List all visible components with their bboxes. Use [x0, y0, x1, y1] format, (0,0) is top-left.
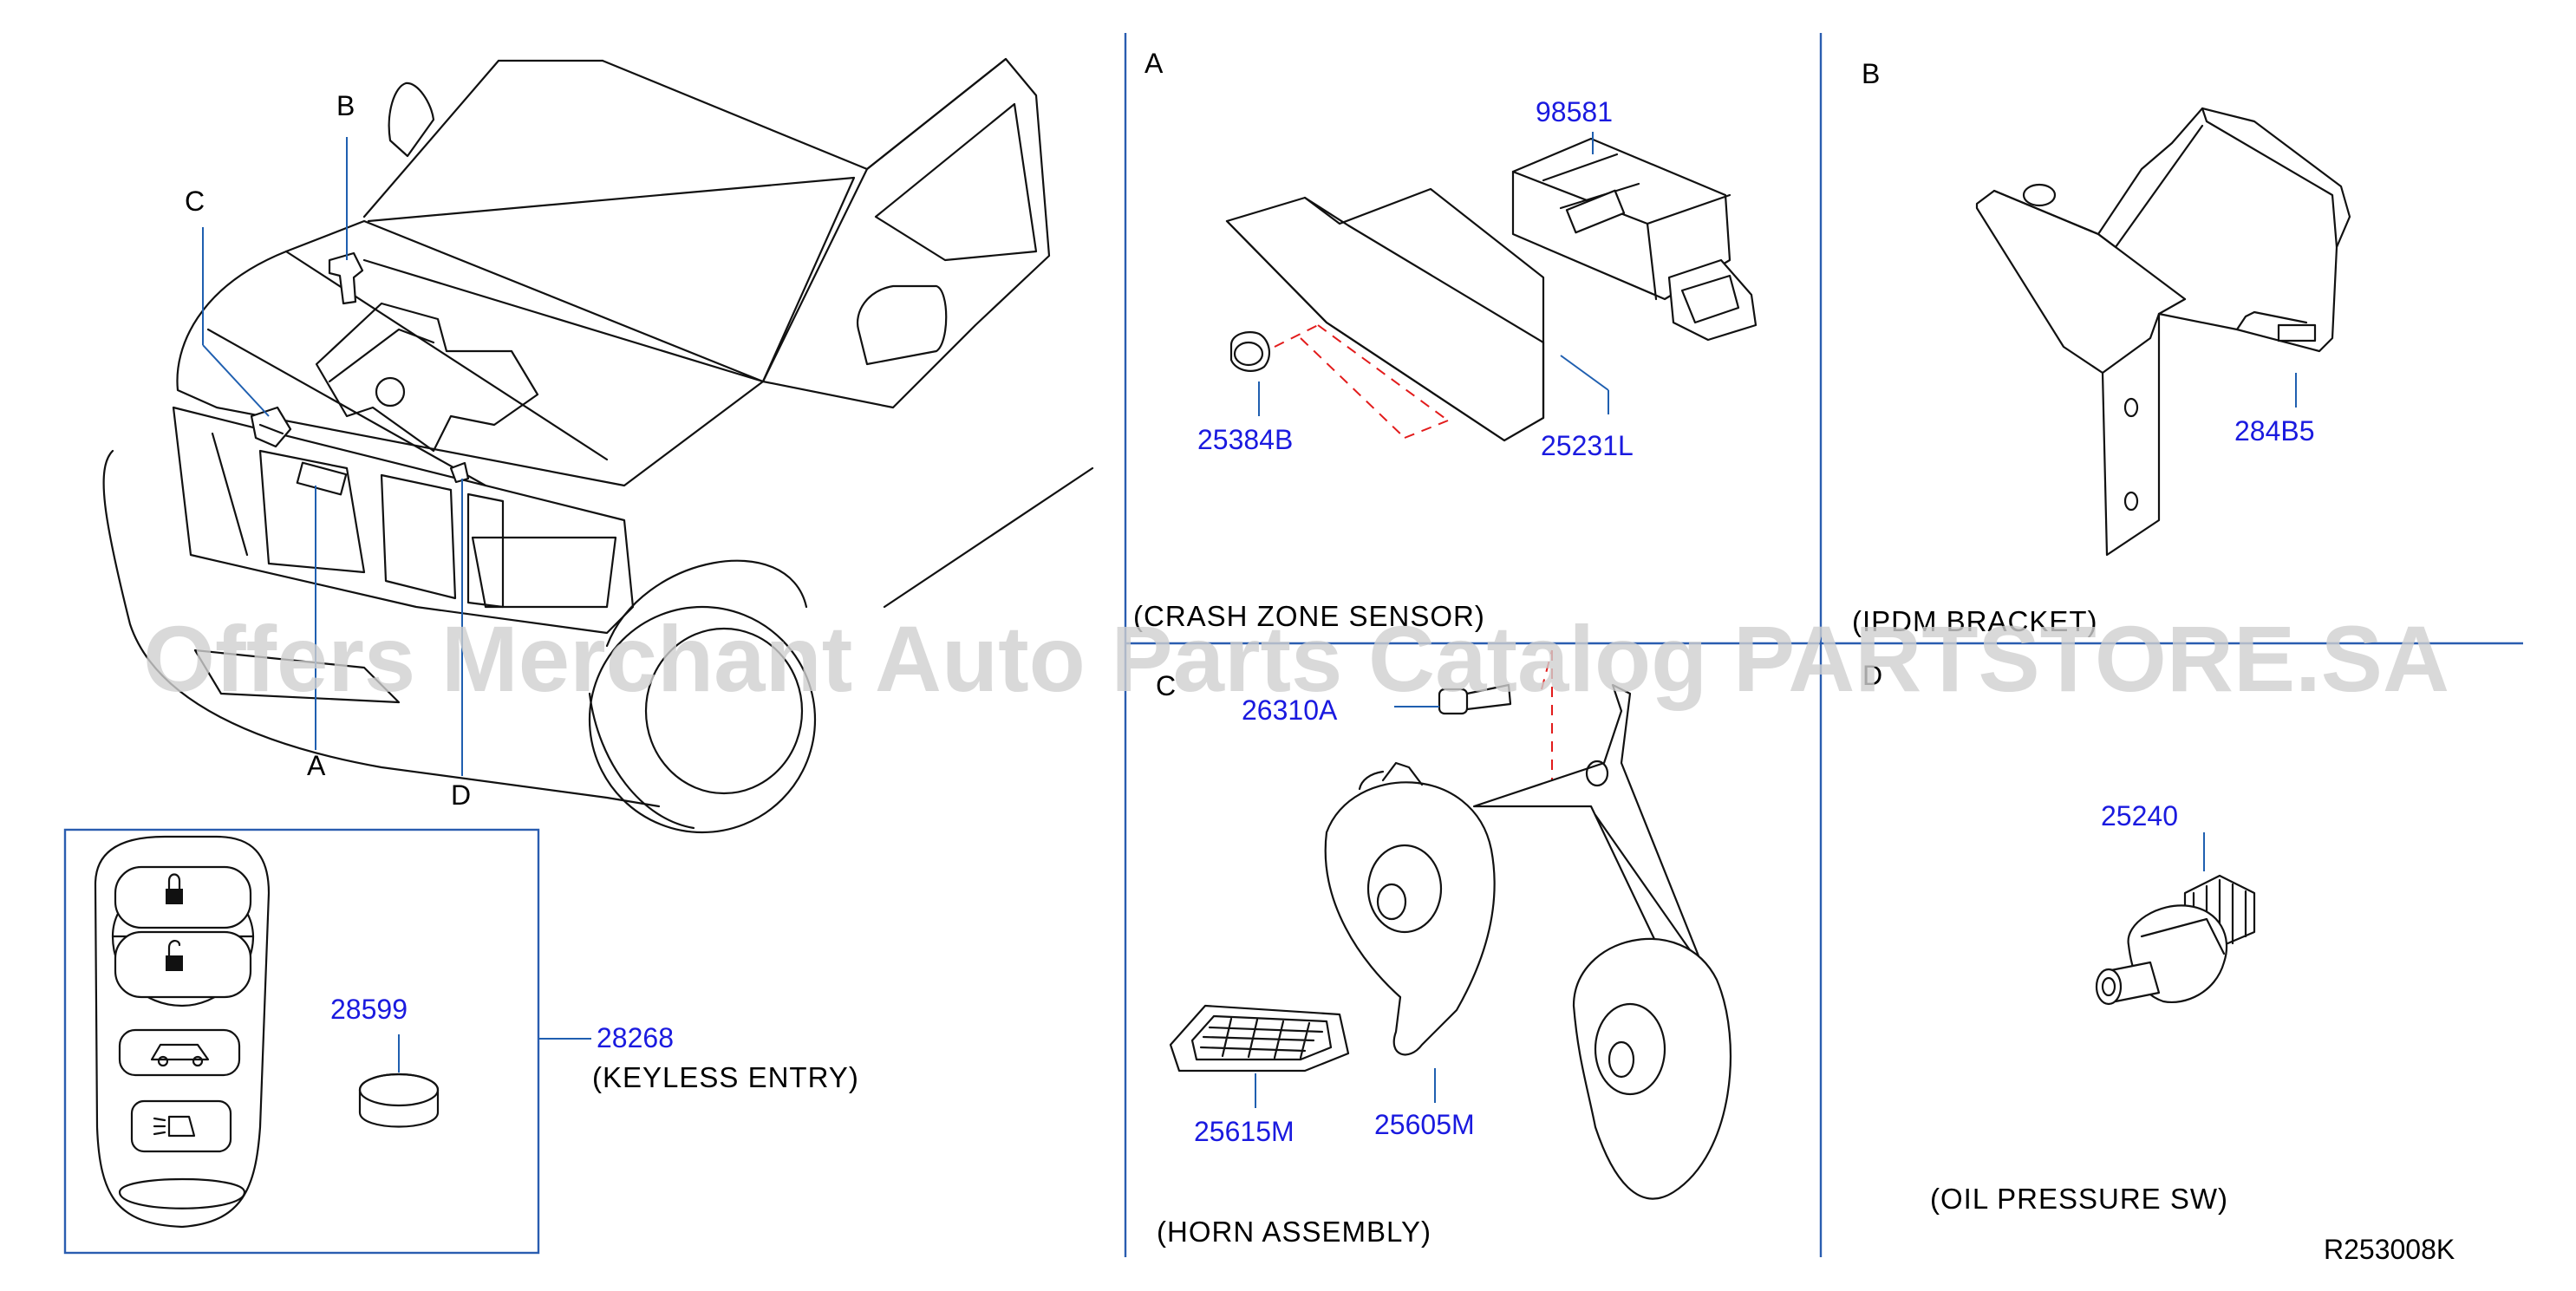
vehicle-callout-leaders: [202, 137, 463, 776]
part-number-25231L[interactable]: 25231L: [1541, 430, 1634, 461]
part-number-25384B[interactable]: 25384B: [1197, 424, 1293, 455]
part-number-28268[interactable]: 28268: [597, 1022, 674, 1053]
oil-pressure-switch-illustration: [2095, 832, 2256, 1006]
vehicle-illustration: [102, 57, 1094, 834]
callout-d: D: [451, 779, 471, 811]
section-b-label: B: [1862, 58, 1880, 89]
ipdm-bracket-illustration: [1975, 107, 2351, 557]
part-number-284B5[interactable]: 284B5: [2234, 415, 2315, 447]
section-d-caption: (OIL PRESSURE SW): [1930, 1183, 2228, 1215]
callout-b: B: [336, 90, 355, 121]
section-a-label: A: [1145, 48, 1164, 79]
section-a-caption: (CRASH ZONE SENSOR): [1133, 600, 1485, 632]
part-number-98581[interactable]: 98581: [1536, 96, 1613, 127]
part-number-28599[interactable]: 28599: [330, 994, 408, 1025]
part-number-25240[interactable]: 25240: [2101, 800, 2178, 831]
part-number-26310A[interactable]: 26310A: [1242, 694, 1338, 726]
section-d-label: D: [1862, 660, 1882, 691]
section-b-caption: (IPDM BRACKET): [1852, 605, 2098, 637]
keyless-entry-box: [63, 828, 591, 1255]
panel-dividers: [1124, 33, 2523, 1257]
keyless-entry-caption: (KEYLESS ENTRY): [592, 1061, 859, 1093]
callout-a: A: [307, 750, 326, 781]
callout-c: C: [185, 186, 205, 217]
part-number-25615M[interactable]: 25615M: [1194, 1116, 1295, 1147]
diagram-id: R253008K: [2324, 1234, 2455, 1265]
section-c-label: C: [1156, 670, 1176, 701]
watermark-text: Offers Merchant Auto Parts Catalog PARTS…: [143, 606, 2449, 711]
horn-assembly-illustration: [1169, 649, 1732, 1200]
part-number-25605M[interactable]: 25605M: [1374, 1109, 1475, 1140]
section-c-caption: (HORN ASSEMBLY): [1157, 1216, 1431, 1248]
crash-zone-sensor-illustration: [1225, 132, 1758, 442]
